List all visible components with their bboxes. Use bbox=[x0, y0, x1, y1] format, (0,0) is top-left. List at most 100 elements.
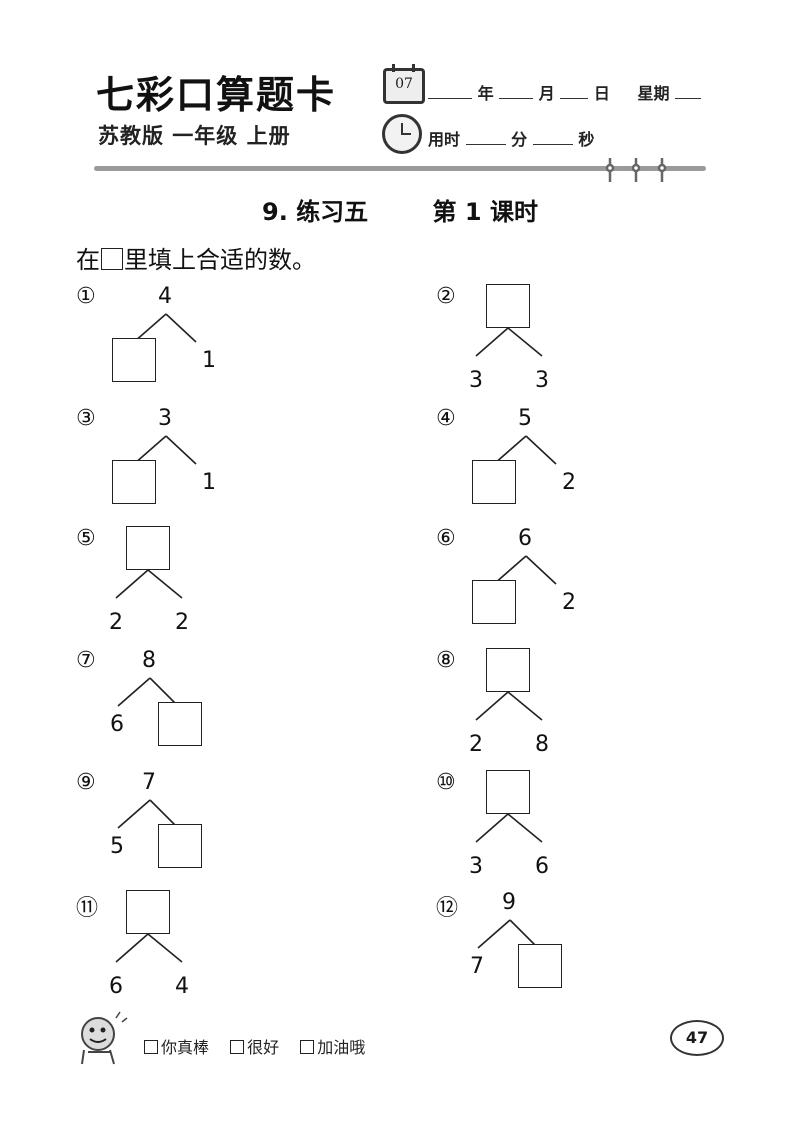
problem-8: ⑧ 2 8 bbox=[436, 648, 636, 760]
answer-box[interactable] bbox=[486, 648, 530, 692]
left-branch-line bbox=[475, 327, 509, 357]
left-branch-line bbox=[115, 569, 149, 599]
right-part-number: 8 bbox=[535, 732, 549, 757]
answer-box[interactable] bbox=[518, 944, 562, 988]
answer-box[interactable] bbox=[486, 284, 530, 328]
left-branch-line bbox=[133, 313, 167, 343]
right-part-number: 3 bbox=[535, 368, 549, 393]
problem-number: ⑨ bbox=[76, 770, 96, 795]
right-branch-line bbox=[507, 691, 543, 721]
left-part-number: 2 bbox=[109, 610, 123, 635]
answer-box[interactable] bbox=[158, 824, 202, 868]
answer-box[interactable] bbox=[112, 460, 156, 504]
total-number: 5 bbox=[518, 406, 532, 431]
seconds-label: 秒 bbox=[578, 130, 595, 149]
rating-checkbox[interactable] bbox=[230, 1040, 245, 1054]
blank-box-symbol bbox=[101, 248, 123, 270]
left-branch-line bbox=[133, 435, 167, 465]
left-part-number: 7 bbox=[470, 954, 484, 979]
problem-number: ③ bbox=[76, 406, 96, 431]
left-branch-line bbox=[475, 813, 509, 843]
weekday-label: 星期 bbox=[637, 84, 670, 103]
rating-option-try-harder[interactable]: 加油哦 bbox=[300, 1038, 365, 1057]
calendar-day: 07 bbox=[395, 76, 413, 92]
answer-box[interactable] bbox=[486, 770, 530, 814]
right-branch-line bbox=[147, 933, 183, 963]
right-branch-line bbox=[147, 569, 183, 599]
edition-label: 苏教版 一年级 上册 bbox=[98, 124, 291, 148]
rating-label: 加油哦 bbox=[317, 1038, 366, 1057]
lesson-period: 第 1 课时 bbox=[432, 198, 538, 226]
rating-option-good[interactable]: 很好 bbox=[230, 1038, 279, 1057]
split-lines bbox=[115, 933, 183, 963]
split-lines bbox=[475, 327, 543, 357]
answer-box[interactable] bbox=[112, 338, 156, 382]
problem-number: ① bbox=[76, 284, 96, 309]
left-part-number: 3 bbox=[469, 368, 483, 393]
total-number: 9 bbox=[502, 890, 516, 915]
rating-option-great[interactable]: 你真棒 bbox=[144, 1038, 209, 1057]
right-branch-line bbox=[165, 313, 197, 343]
self-rating: 你真棒 很好 加油哦 bbox=[144, 1034, 381, 1058]
split-lines bbox=[475, 691, 543, 721]
left-part-number: 5 bbox=[110, 834, 124, 859]
left-branch-line bbox=[493, 555, 527, 585]
left-branch-line bbox=[475, 691, 509, 721]
total-number: 6 bbox=[518, 526, 532, 551]
split-lines bbox=[475, 813, 543, 843]
problem-number: ② bbox=[436, 284, 456, 309]
answer-box[interactable] bbox=[126, 890, 170, 934]
right-part-number: 6 bbox=[535, 854, 549, 879]
left-part-number: 2 bbox=[469, 732, 483, 757]
right-branch-line bbox=[507, 813, 543, 843]
split-lines bbox=[133, 435, 197, 465]
total-number: 8 bbox=[142, 648, 156, 673]
clock-icon bbox=[382, 114, 422, 154]
left-branch-line bbox=[493, 435, 527, 465]
right-branch-line bbox=[509, 919, 539, 949]
instruction-text-before: 在 bbox=[76, 246, 100, 274]
problem-number: ⑧ bbox=[436, 648, 456, 673]
left-part-number: 6 bbox=[109, 974, 123, 999]
rating-checkbox[interactable] bbox=[300, 1040, 315, 1054]
split-lines bbox=[115, 569, 183, 599]
split-lines bbox=[133, 313, 197, 343]
date-field[interactable]: 年 月 日 星期 bbox=[428, 80, 702, 104]
left-branch-line bbox=[115, 933, 149, 963]
month-label: 月 bbox=[538, 84, 555, 103]
answer-box[interactable] bbox=[472, 460, 516, 504]
time-field[interactable]: 用时 分 秒 bbox=[428, 126, 594, 150]
total-number: 4 bbox=[158, 284, 172, 309]
rating-label: 你真棒 bbox=[161, 1038, 210, 1057]
left-branch-line bbox=[477, 919, 511, 949]
day-label: 日 bbox=[593, 84, 610, 103]
right-branch-line bbox=[165, 435, 197, 465]
split-lines bbox=[117, 799, 179, 829]
right-branch-line bbox=[149, 799, 179, 829]
answer-box[interactable] bbox=[472, 580, 516, 624]
mascot-icon bbox=[81, 1011, 128, 1065]
answer-box[interactable] bbox=[126, 526, 170, 570]
brand-title: 七彩口算题卡 bbox=[96, 72, 337, 117]
right-branch-line bbox=[525, 435, 557, 465]
minutes-label: 分 bbox=[511, 130, 528, 149]
right-part-number: 1 bbox=[202, 348, 216, 373]
calendar-icon: 07 bbox=[383, 64, 425, 104]
right-branch-line bbox=[149, 677, 179, 707]
year-label: 年 bbox=[477, 84, 494, 103]
lesson-section: 9. 练习五 bbox=[262, 198, 369, 226]
right-branch-line bbox=[525, 555, 557, 585]
binder-rings-decoration bbox=[605, 158, 667, 182]
left-part-number: 6 bbox=[110, 712, 124, 737]
lesson-title: 9. 练习五 第 1 课时 bbox=[0, 192, 800, 227]
page-number: 47 bbox=[670, 1020, 724, 1056]
left-part-number: 3 bbox=[469, 854, 483, 879]
rating-checkbox[interactable] bbox=[144, 1040, 158, 1054]
answer-box[interactable] bbox=[158, 702, 202, 746]
right-part-number: 4 bbox=[175, 974, 189, 999]
